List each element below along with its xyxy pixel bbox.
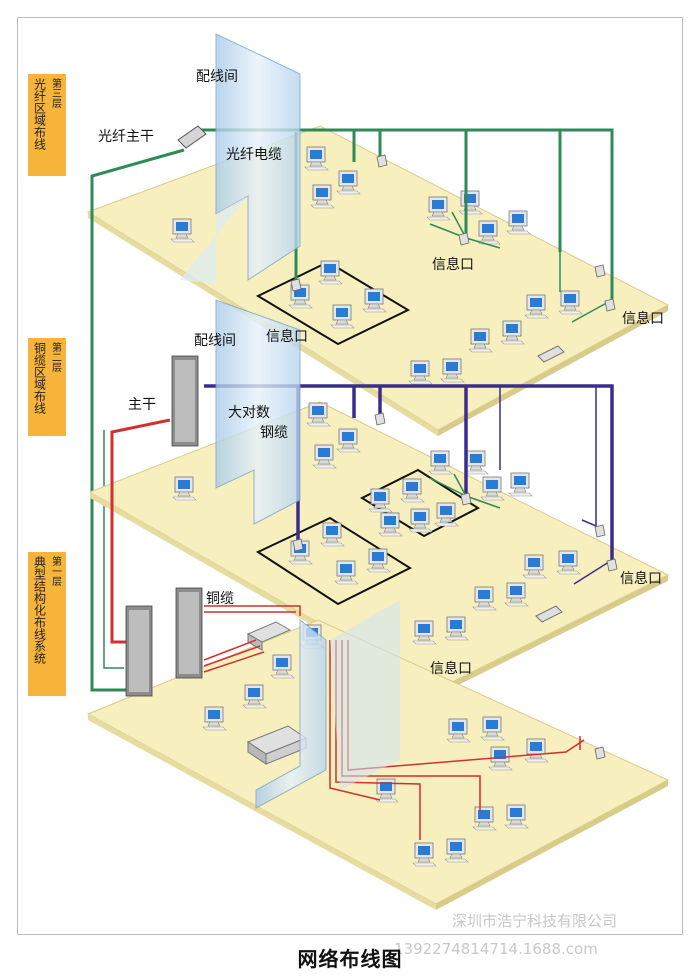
label-trunk: 主干 [128,397,156,413]
floor-1-outlet [594,746,606,760]
label-fiber-cable: 光纤电缆 [226,147,282,163]
side-label-floor: 第三层 [49,78,61,108]
side-label-floor: 第二层 [49,342,61,372]
floor-3-switch [537,345,565,363]
side-label-zone: 典型结构化布线系统 [32,556,47,664]
floor-2-rooms [255,468,481,606]
side-label-zone: 光纤区域布线 [32,78,47,150]
side-label-zone: 铜缆区域布线 [32,342,47,414]
watermark-company: 深圳市浩宁科技有限公司 [452,912,618,930]
side-label-floor-3: 光纤区域布线 第三层 [28,74,66,176]
label-info-outlet: 信息口 [432,257,474,273]
label-info-outlet: 信息口 [266,329,308,345]
backbone-branches [499,386,613,585]
floor-2-switch [535,605,563,623]
floor-3-room [255,260,411,346]
image-frame [17,17,683,935]
label-copper-cable: 铜缆 [206,591,234,607]
side-label-floor: 第一层 [49,556,61,586]
side-label-floor-2: 铜缆区域布线 第二层 [28,338,66,436]
watermark-url: 1392274814714.1688.com [394,940,598,958]
fiber-trunk-device [177,125,207,149]
label-info-outlet: 信息口 [430,661,472,677]
label-info-outlet: 信息口 [620,571,662,587]
label-large-pair: 大对数 [228,405,270,421]
label-large-pair-cable: 钢缆 [260,425,288,441]
label-wiring-room-top: 配线间 [196,69,238,85]
side-label-floor-1: 典型结构化布线系统 第一层 [28,552,66,696]
fiber-cabling [90,128,614,692]
label-info-outlet: 信息口 [622,311,664,327]
wiring-shaft [180,33,400,809]
trunk-rack [171,355,199,447]
label-fiber-trunk: 光纤主干 [98,129,154,145]
copper-trunk [110,418,171,644]
diagram-caption: 网络布线图 [297,947,403,971]
label-wiring-room-mid: 配线间 [194,333,236,349]
